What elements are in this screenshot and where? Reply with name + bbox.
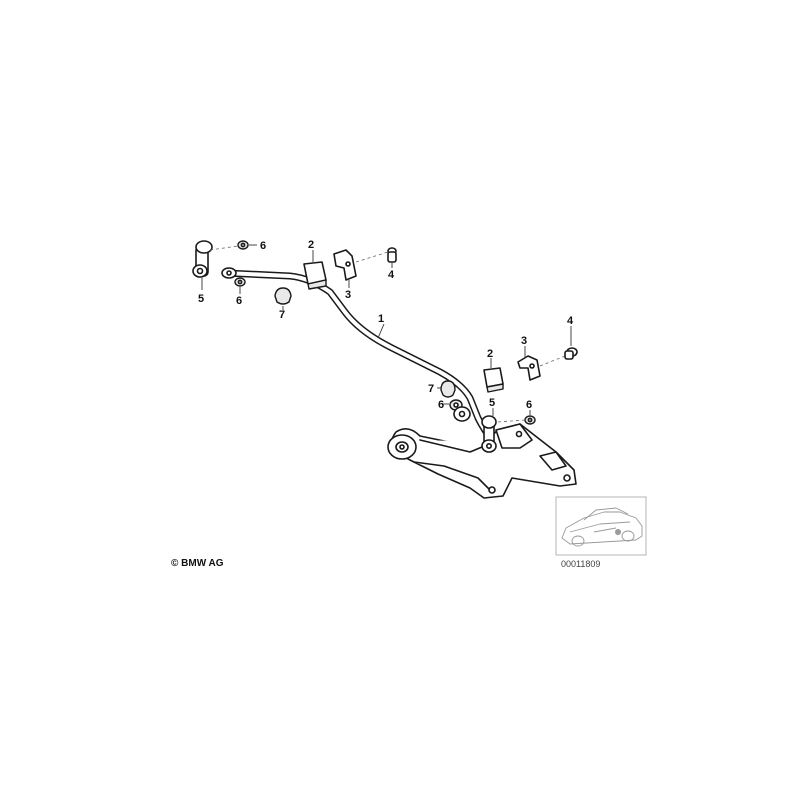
callout-part-2-left: 2 <box>308 239 314 251</box>
bracket-right[interactable] <box>517 346 566 381</box>
bolt-right[interactable] <box>564 326 578 360</box>
trailing-arm <box>387 423 577 499</box>
callout-part-4-left: 4 <box>388 269 395 281</box>
nut-right-b[interactable] <box>524 410 536 425</box>
callout-part-2-right: 2 <box>487 348 493 360</box>
callout-part-7-right: 7 <box>428 383 434 395</box>
callout-part-6-left-top: 6 <box>260 240 266 252</box>
callout-part-4-right: 4 <box>567 315 574 327</box>
bushing-right[interactable] <box>483 358 504 393</box>
bolt-left[interactable] <box>387 247 397 268</box>
rubber-mount-left[interactable] <box>274 287 292 310</box>
callout-part-5-left: 5 <box>198 293 204 305</box>
stabilizer-bar[interactable] <box>221 267 496 444</box>
coupling-link-right[interactable] <box>453 406 526 453</box>
vehicle-thumbnail <box>555 496 647 556</box>
nut-left-top[interactable] <box>209 240 257 251</box>
callout-part-1: 1 <box>378 313 384 325</box>
callout-part-6-right-a: 6 <box>438 399 444 411</box>
callout-part-6-left-bottom: 6 <box>236 295 242 307</box>
diagram-code: 00011809 <box>561 559 600 569</box>
callout-part-6-right-b: 6 <box>526 399 532 411</box>
rubber-mount-right[interactable] <box>437 380 456 398</box>
copyright-label: © BMW AG <box>171 558 224 569</box>
coupling-link-left[interactable] <box>192 240 213 290</box>
callout-part-5-right: 5 <box>489 397 495 409</box>
bracket-left[interactable] <box>333 249 389 288</box>
nut-left-bottom[interactable] <box>234 277 246 294</box>
callout-part-3-left: 3 <box>345 289 351 301</box>
bushing-left[interactable] <box>303 250 327 290</box>
callout-part-3-right: 3 <box>521 335 527 347</box>
callout-part-7-left: 7 <box>279 309 285 321</box>
